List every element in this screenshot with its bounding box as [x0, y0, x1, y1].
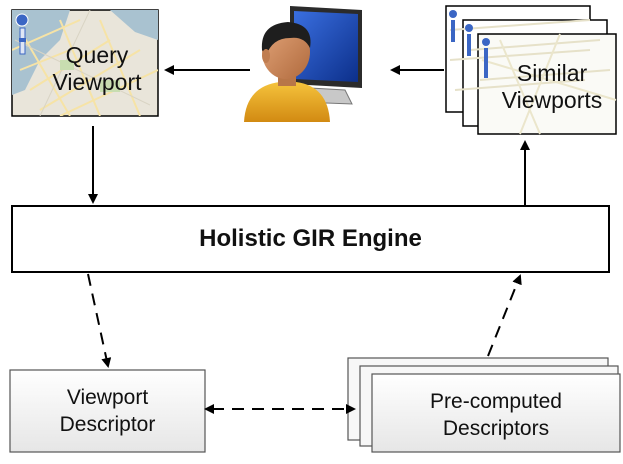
- map-zoom-control-icon: [15, 13, 29, 55]
- viewport-descriptor-box: [9, 369, 206, 453]
- user-at-computer-icon: [244, 6, 362, 122]
- arrow-precomputed-to-engine: [487, 274, 522, 357]
- precomputed-descriptors-stack: [347, 357, 621, 453]
- engine-box: [11, 205, 610, 273]
- similar-viewports-stack: [445, 5, 617, 135]
- query-viewport-map: [11, 9, 159, 117]
- arrow-engine-to-descriptor: [87, 273, 112, 368]
